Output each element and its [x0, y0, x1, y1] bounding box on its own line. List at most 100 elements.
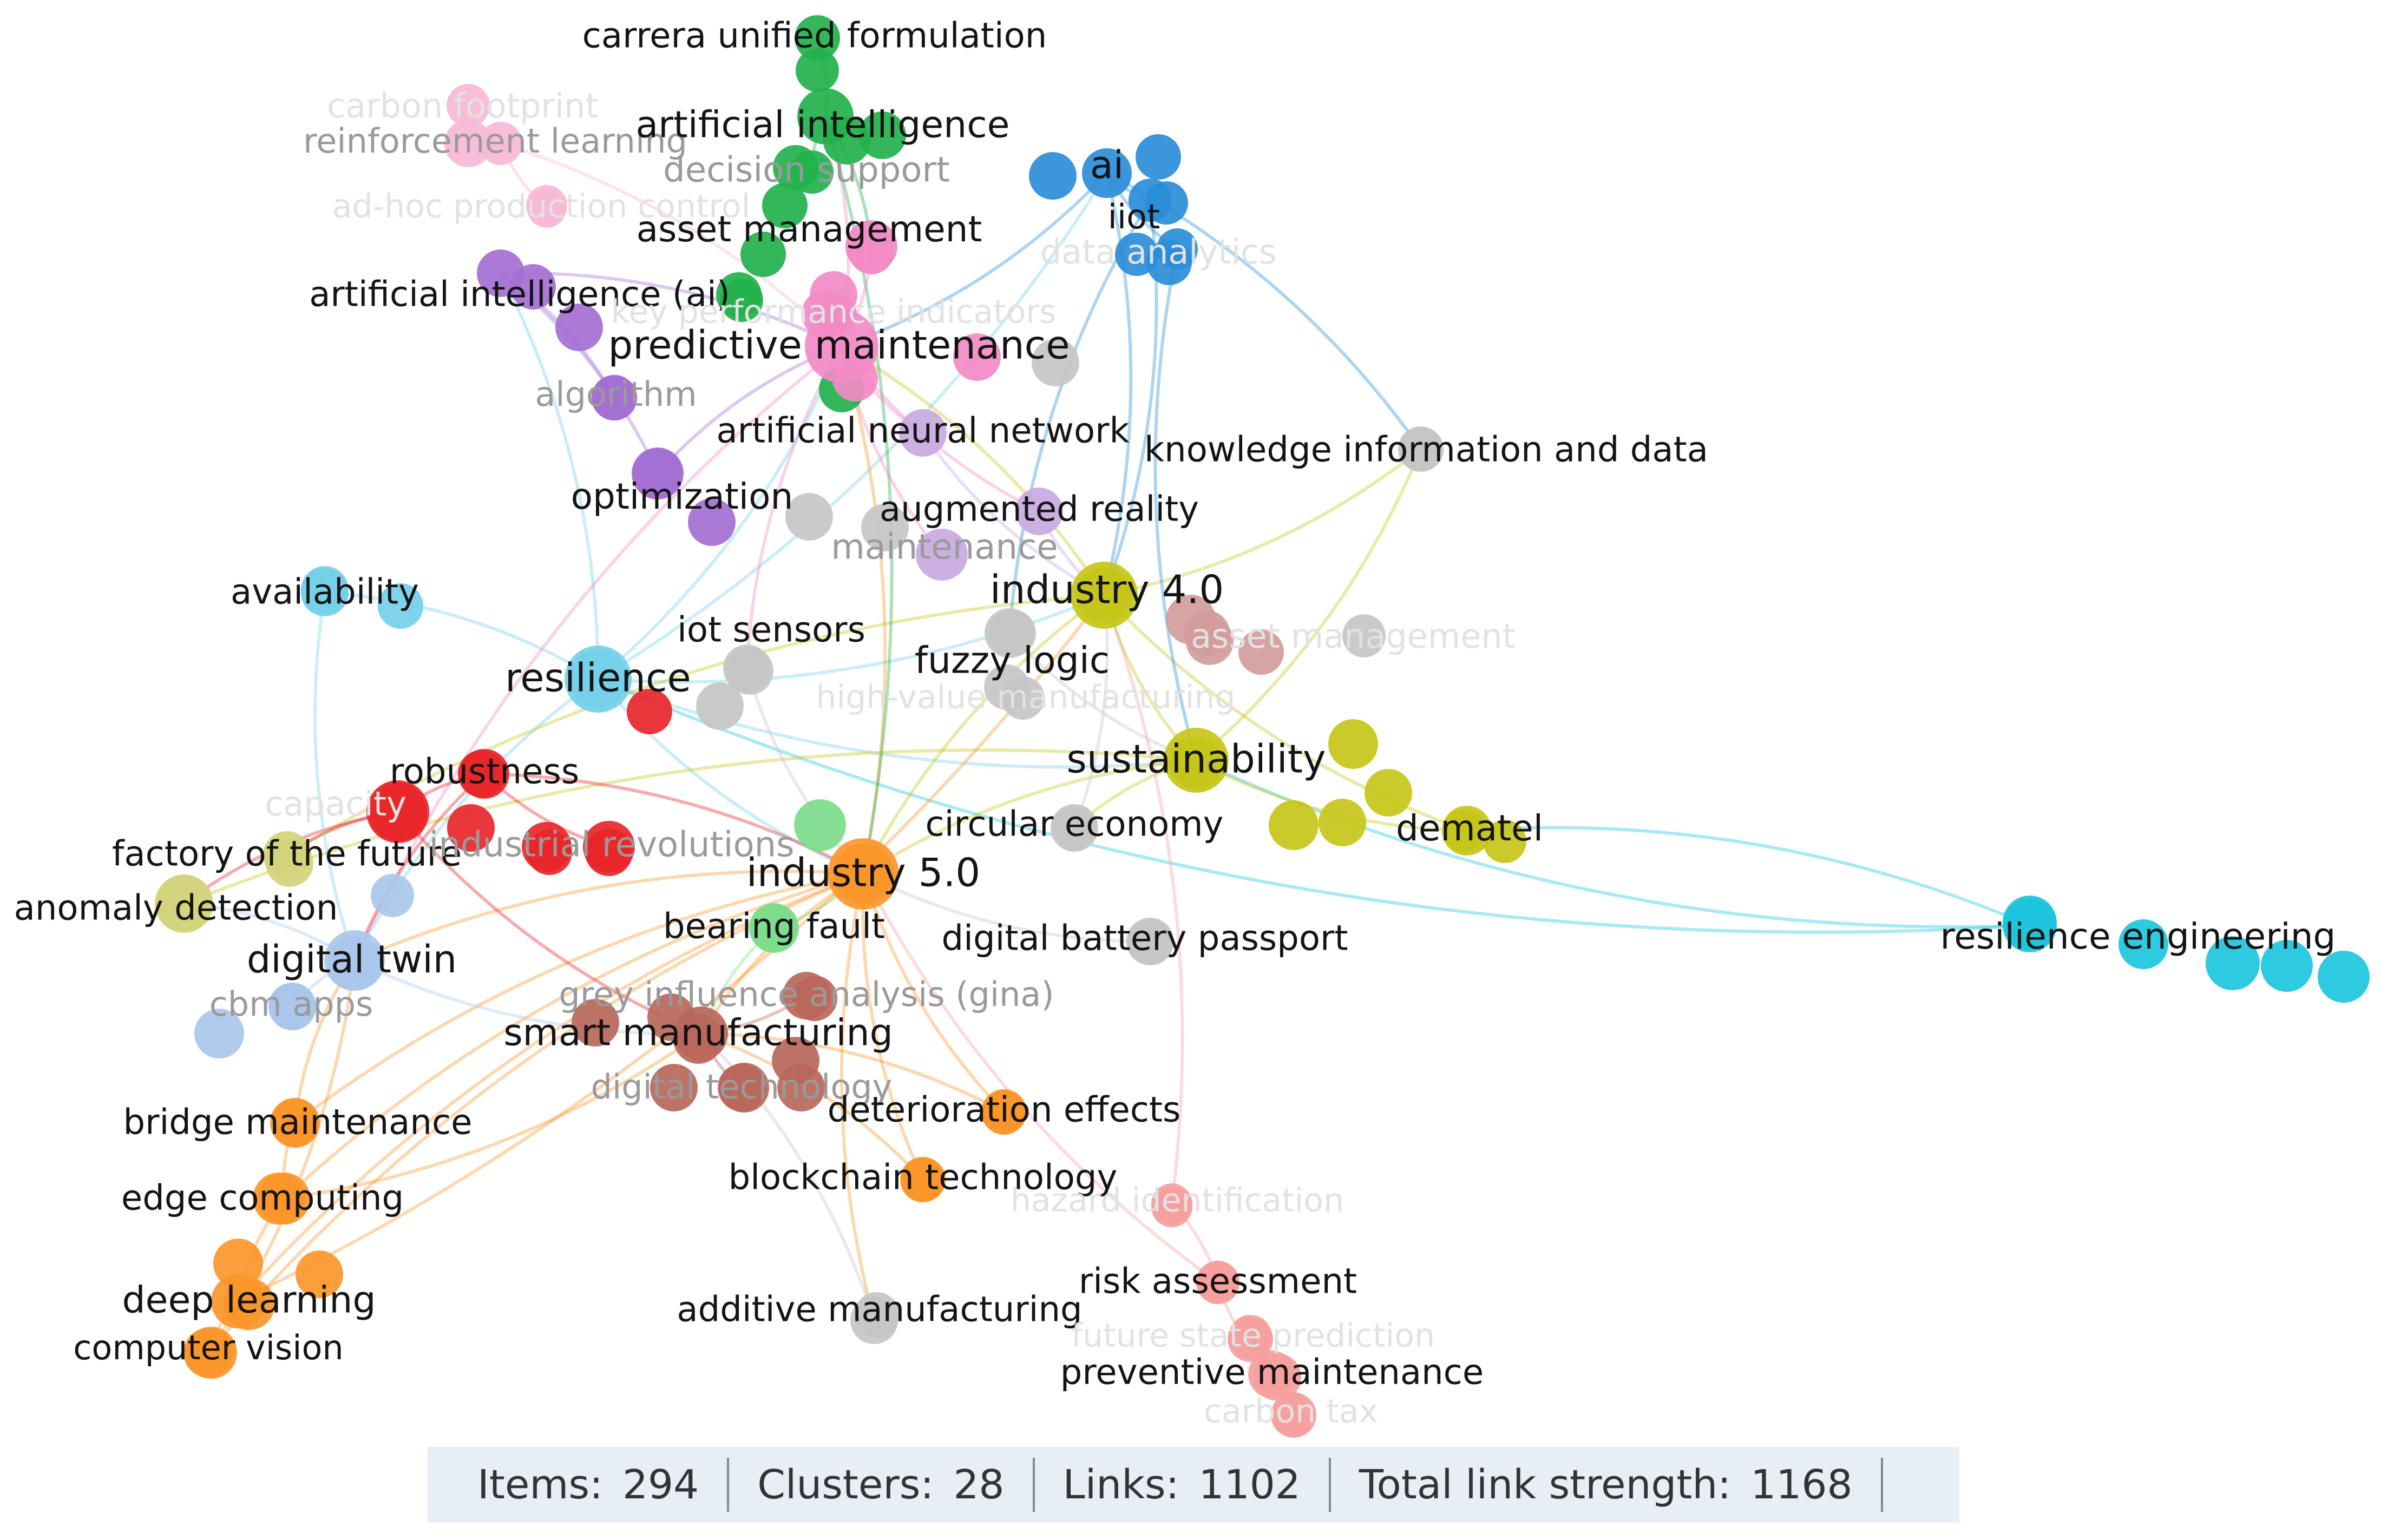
node-digtech[interactable]	[718, 1064, 765, 1111]
node-future[interactable]	[1229, 1315, 1272, 1358]
label-asset[interactable]: asset management	[637, 208, 982, 250]
label-keyperf[interactable]: key performance indicators	[611, 293, 1057, 331]
cluster-node[interactable]	[627, 689, 672, 734]
label-iiot[interactable]: iiot	[1108, 197, 1160, 236]
cluster-node[interactable]	[213, 1239, 263, 1288]
label-dematel[interactable]: dematel	[1396, 807, 1543, 849]
label-digtwin[interactable]: digital twin	[247, 937, 457, 982]
node-ind40[interactable]	[1071, 562, 1138, 629]
cluster-node[interactable]	[1115, 233, 1158, 276]
label-carbonfoot[interactable]: carbon footprint	[327, 86, 599, 126]
node-anomaly[interactable]	[155, 874, 213, 933]
cluster-node[interactable]	[1269, 800, 1319, 850]
node-decision[interactable]	[790, 150, 834, 194]
node-asset[interactable]	[845, 220, 897, 272]
cluster-node[interactable]	[1342, 614, 1386, 657]
label-preventive[interactable]: preventive maintenance	[1060, 1353, 1484, 1393]
label-maint[interactable]: maintenance	[831, 528, 1058, 568]
cluster-node[interactable]	[378, 583, 423, 629]
cluster-node[interactable]	[1029, 152, 1077, 200]
node-algorithm[interactable]	[592, 375, 637, 420]
node-reinf[interactable]	[479, 122, 522, 165]
label-ai[interactable]: ai	[1090, 143, 1124, 187]
node-avail[interactable]	[301, 569, 349, 616]
cluster-node[interactable]	[696, 682, 744, 730]
node-riskass[interactable]	[1196, 1261, 1239, 1304]
cluster-node[interactable]	[650, 1064, 698, 1111]
label-deterior[interactable]: deterioration effects	[828, 1090, 1181, 1130]
label-carrera[interactable]: carrera unified formulation	[582, 16, 1047, 56]
node-smartman[interactable]	[674, 1006, 728, 1061]
label-iot[interactable]: iot sensors	[677, 610, 865, 650]
label-circular[interactable]: circular economy	[926, 805, 1224, 845]
node-dataanal[interactable]	[1157, 228, 1198, 269]
node-ann[interactable]	[899, 409, 947, 457]
node-bridge[interactable]	[270, 1098, 320, 1148]
node-carbonfoot[interactable]	[447, 84, 490, 127]
node-hvm[interactable]	[1001, 676, 1045, 720]
label-kid[interactable]: knowledge information and data	[1144, 430, 1708, 470]
cluster-node[interactable]	[447, 804, 495, 852]
node-carrera[interactable]	[795, 15, 840, 61]
node-ai[interactable]	[1082, 148, 1132, 198]
label-hazard[interactable]: hazard identification	[1011, 1182, 1344, 1220]
label-augreal[interactable]: augmented reality	[880, 490, 1199, 530]
node-robust[interactable]	[460, 749, 509, 799]
node-augreal[interactable]	[1015, 488, 1063, 535]
label-carbontax[interactable]: carbon tax	[1204, 1393, 1378, 1431]
node-digtwin[interactable]	[324, 930, 385, 991]
cluster-node[interactable]	[740, 232, 786, 277]
cluster-node[interactable]	[794, 799, 846, 851]
cluster-node[interactable]	[444, 120, 492, 167]
label-indrev[interactable]: industrial revolutions	[429, 825, 795, 865]
node-predmaint[interactable]	[805, 310, 878, 383]
label-ind50[interactable]: industry 5.0	[746, 850, 980, 896]
cluster-node[interactable]	[371, 874, 414, 917]
label-aiai[interactable]: artificial intelligence (ai)	[309, 275, 730, 315]
label-resileng[interactable]: resilience engineering	[1940, 916, 2336, 957]
cluster-node[interactable]	[1136, 134, 1181, 180]
node-preventive[interactable]	[1248, 1351, 1296, 1398]
node-hazard[interactable]	[1151, 1183, 1192, 1225]
label-factory[interactable]: factory of the future	[112, 834, 462, 874]
label-cbm[interactable]: cbm apps	[209, 984, 373, 1024]
cluster-node[interactable]	[2206, 936, 2260, 990]
label-riskass[interactable]: risk assessment	[1079, 1262, 1357, 1302]
label-hvm[interactable]: high-value manufacturing	[816, 679, 1236, 716]
cluster-node[interactable]	[296, 1251, 343, 1298]
node-sustain[interactable]	[1164, 728, 1229, 793]
node-digbatt[interactable]	[1126, 918, 1174, 965]
node-cbm[interactable]	[268, 983, 316, 1030]
label-capacity[interactable]: capacity	[265, 784, 406, 824]
cluster-node[interactable]	[688, 498, 736, 546]
label-assetmgmt[interactable]: asset management	[1191, 616, 1516, 656]
node-edge[interactable]	[258, 1173, 310, 1225]
label-future[interactable]: future state prediction	[1071, 1317, 1435, 1355]
node-aiai[interactable]	[477, 249, 524, 297]
cluster-node[interactable]	[1328, 719, 1378, 769]
label-bearing[interactable]: bearing fault	[663, 907, 885, 947]
cluster-node[interactable]	[194, 1009, 244, 1058]
node-deterior[interactable]	[981, 1089, 1027, 1135]
node-compvision[interactable]	[183, 1328, 233, 1378]
label-sustain[interactable]: sustainability	[1066, 736, 1326, 782]
node-deeplearn[interactable]	[211, 1274, 265, 1328]
label-grey[interactable]: grey influence analysis (gina)	[559, 975, 1054, 1014]
label-resil[interactable]: resilience	[505, 655, 691, 701]
cluster-node[interactable]	[572, 999, 619, 1047]
label-anomaly[interactable]: anomaly detection	[14, 889, 338, 929]
label-optim[interactable]: optimization	[571, 476, 793, 517]
cluster-node[interactable]	[720, 279, 763, 322]
cluster-node[interactable]	[1483, 820, 1526, 863]
cluster-node[interactable]	[953, 333, 1001, 381]
label-predmaint[interactable]: predictive maintenance	[608, 323, 1070, 368]
cluster-node[interactable]	[555, 304, 603, 351]
cluster-node[interactable]	[858, 111, 906, 159]
node-kid[interactable]	[1399, 427, 1442, 471]
label-robust[interactable]: robustness	[390, 752, 579, 792]
node-iot[interactable]	[723, 644, 771, 692]
label-algorithm[interactable]: algorithm	[535, 374, 697, 414]
label-edge[interactable]: edge computing	[121, 1179, 404, 1219]
cluster-node[interactable]	[1032, 339, 1079, 386]
node-dematel[interactable]	[1442, 806, 1492, 855]
